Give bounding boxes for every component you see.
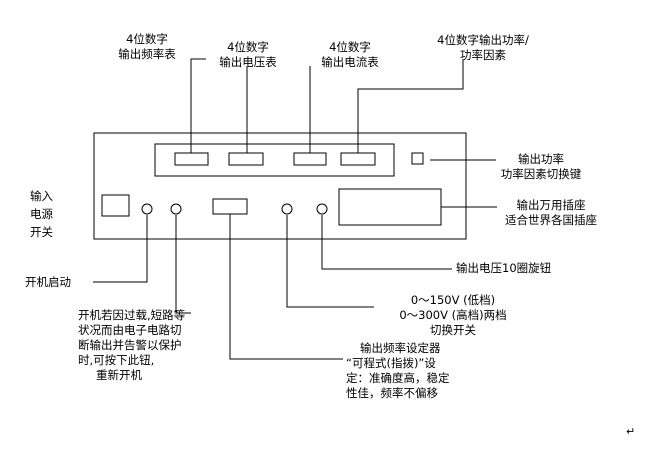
frequency-setter (212, 198, 248, 215)
label-overload-reset: 开机若因过载,短路等 状况而由电子电路切 断输出并告警以保护 时,可按下此钮, … (78, 308, 186, 382)
label-freq-setter: 输出频率设定器 “可程式(指拨)”设 定：准确度高，稳定 性佳，频率不偏移 (346, 341, 450, 400)
meter-window (154, 143, 395, 177)
leader-freq-meter (190, 58, 206, 153)
leader-freq-setter (229, 214, 343, 360)
front-panel (93, 132, 467, 240)
leader-start-button (93, 215, 148, 283)
universal-socket (338, 188, 442, 226)
power-meter (340, 152, 376, 166)
leader-range-switch (286, 215, 374, 308)
frequency-meter (174, 152, 209, 166)
leader-overload-reset (175, 215, 191, 314)
current-meter (293, 152, 327, 166)
label-input-switch: 输入 电源 开关 (30, 189, 53, 239)
label-universal-socket: 输出万用插座 适合世界各国插座 (505, 198, 597, 227)
range-switch (281, 203, 293, 215)
label-range-switch: 0～150V (低档) 0～300V (高档)两档 切换开关 (399, 293, 507, 337)
voltage-meter (228, 152, 264, 166)
label-volt-meter: 4位数字 输出电压表 (219, 40, 277, 69)
start-button (141, 203, 153, 215)
power-factor-switch-key (411, 152, 424, 165)
label-power-switch-key: 输出功率 功率因素切换键 (500, 152, 582, 181)
leader-voltage-knob (321, 215, 452, 270)
label-start-button: 开机启动 (25, 275, 71, 289)
label-curr-meter: 4位数字 输出电流表 (321, 40, 379, 69)
label-power-meter: 4位数字输出功率/ 功率因素 (437, 33, 529, 62)
label-freq-meter: 4位数字 输出频率表 (118, 32, 176, 61)
label-voltage-knob: 输出电压10圈旋钮 (456, 261, 552, 275)
leader-power-meter (357, 59, 464, 153)
return-mark: ↵ (626, 425, 636, 438)
overload-reset-button (170, 203, 182, 215)
input-power-switch (101, 194, 130, 217)
voltage-knob (316, 203, 328, 215)
